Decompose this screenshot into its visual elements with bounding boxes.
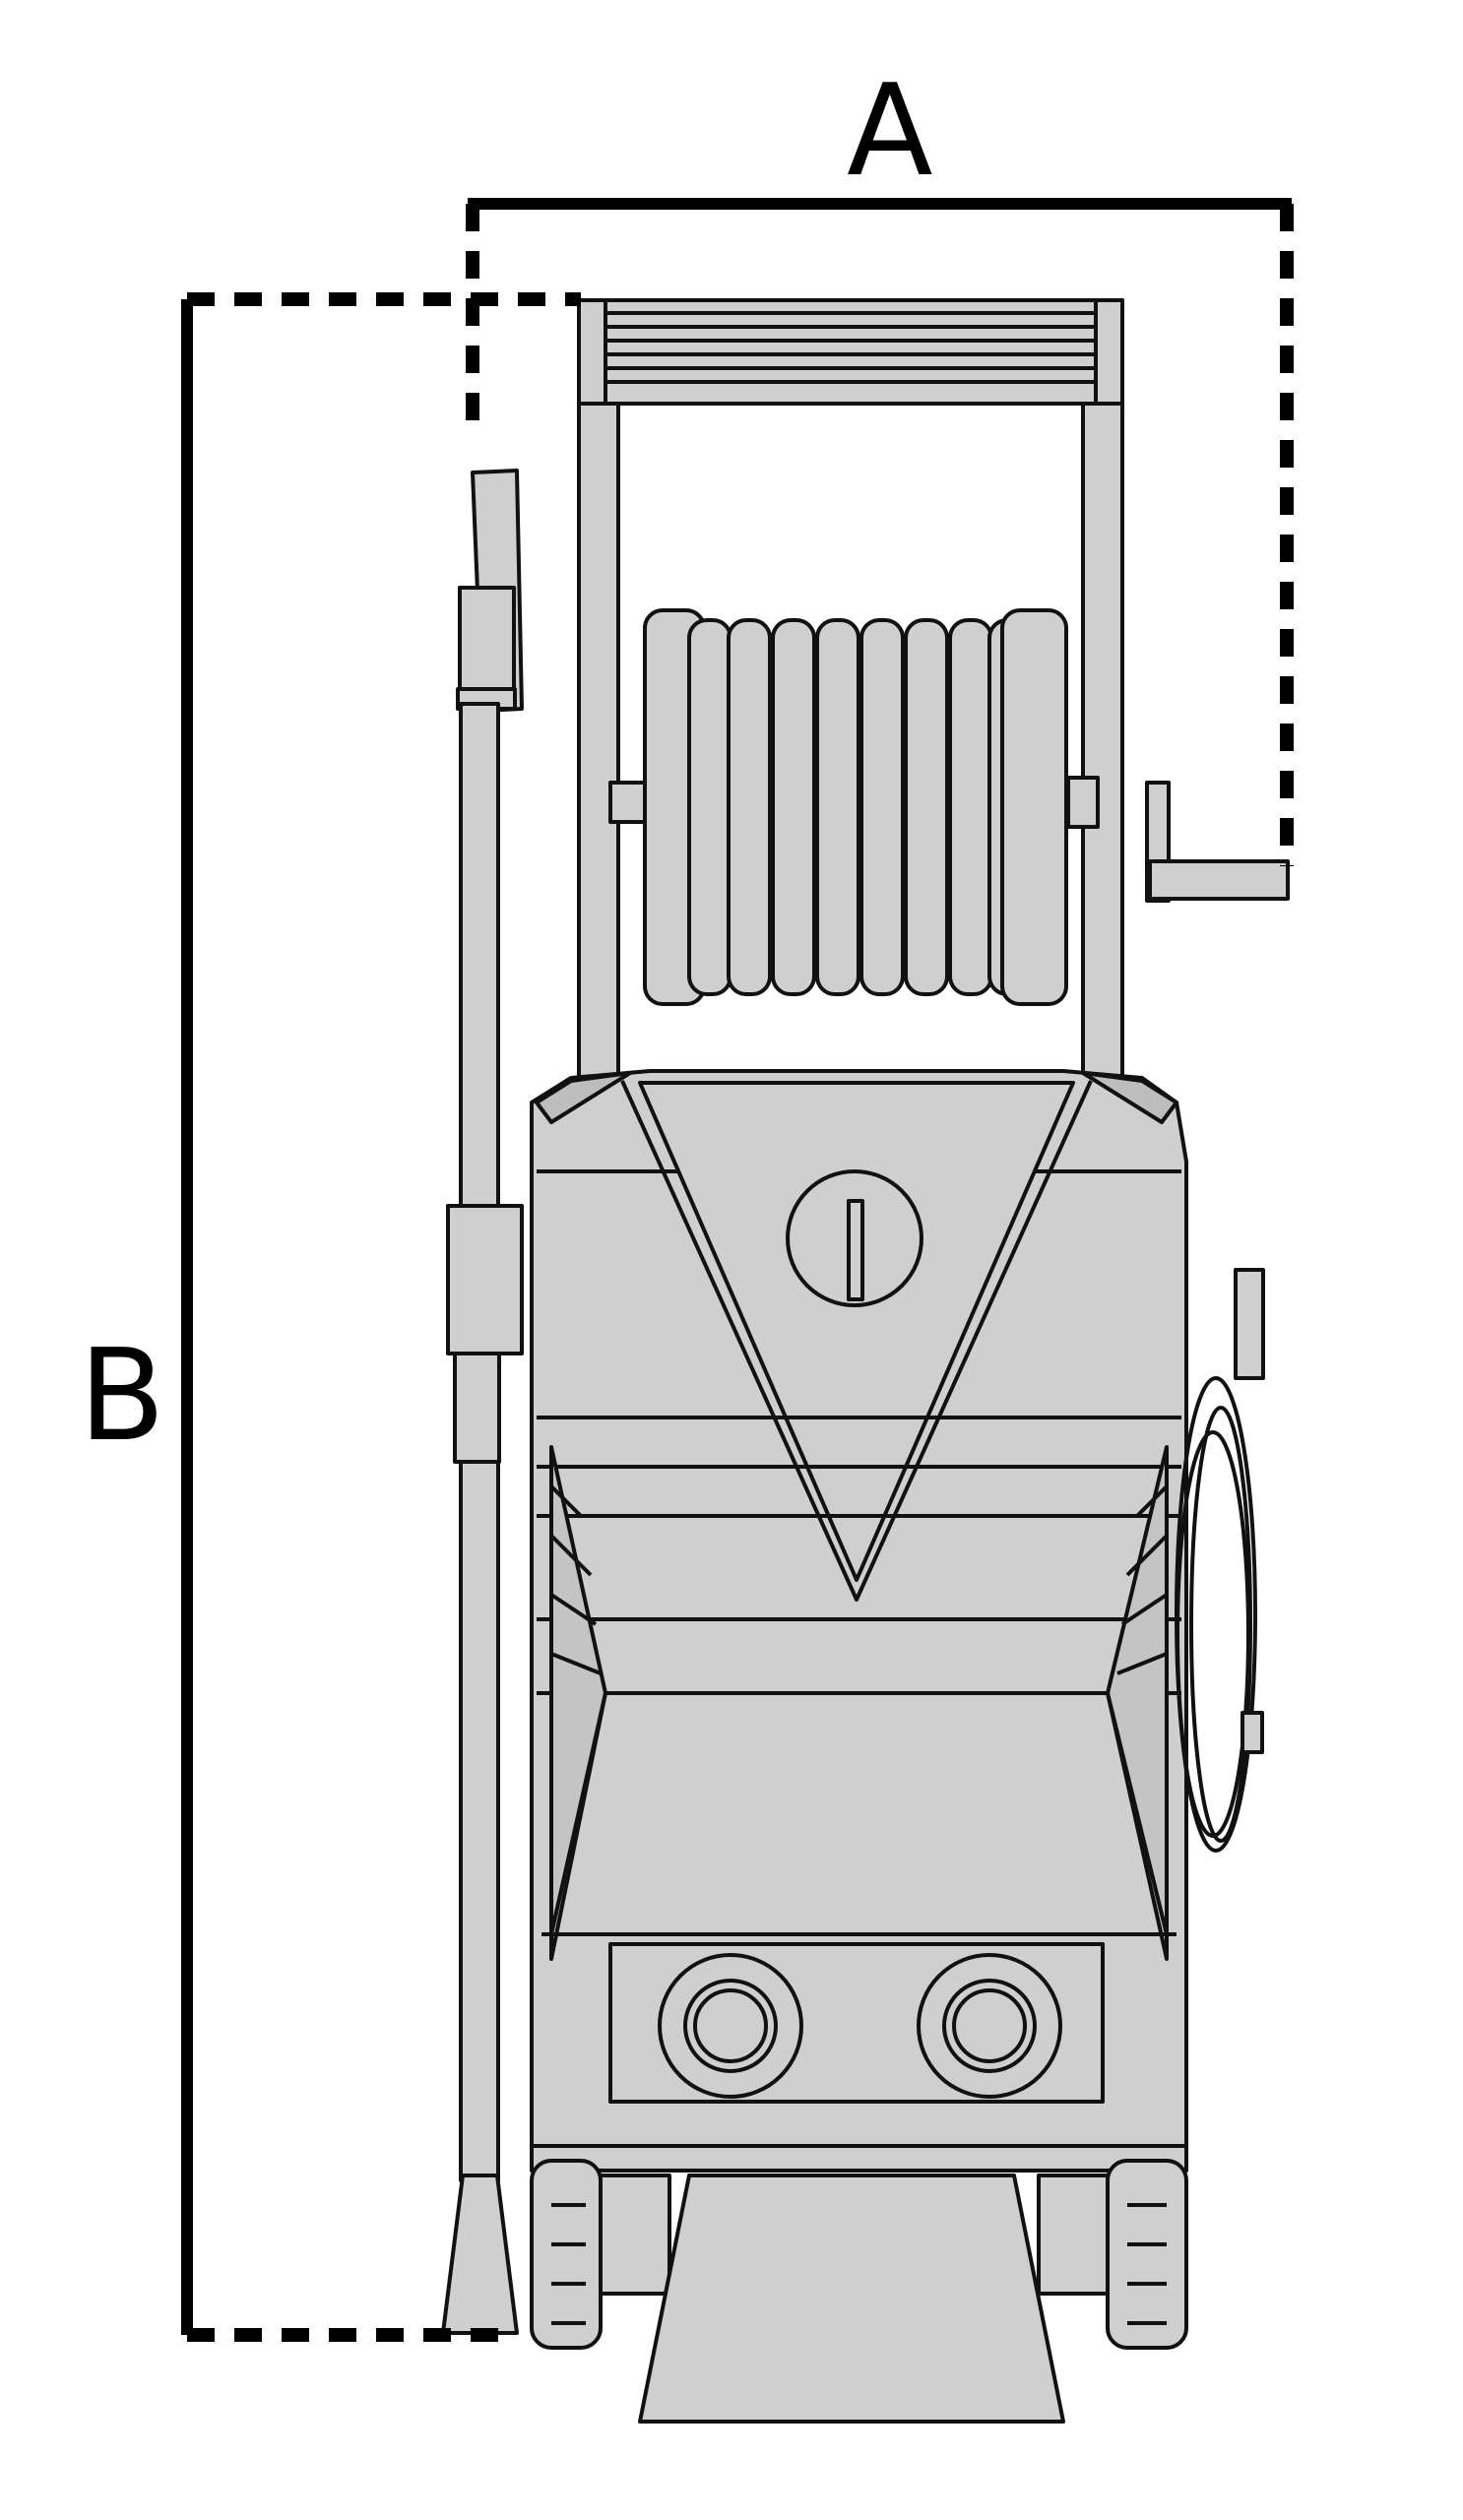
dimension-label-a: A [847, 58, 933, 205]
outlet-panel [530, 1942, 1188, 2173]
dimension-a [466, 198, 1294, 866]
dimension-b [181, 292, 581, 2342]
dimension-lines [181, 198, 1294, 2342]
spray-lance [441, 469, 524, 2335]
power-cord [1175, 1268, 1265, 1853]
push-handle [577, 298, 1124, 1080]
motor-housing [530, 1069, 1188, 2148]
base-and-wheels [530, 2159, 1188, 2424]
hose-reel [608, 608, 1290, 1006]
dimension-label-b: B [79, 1323, 165, 1470]
